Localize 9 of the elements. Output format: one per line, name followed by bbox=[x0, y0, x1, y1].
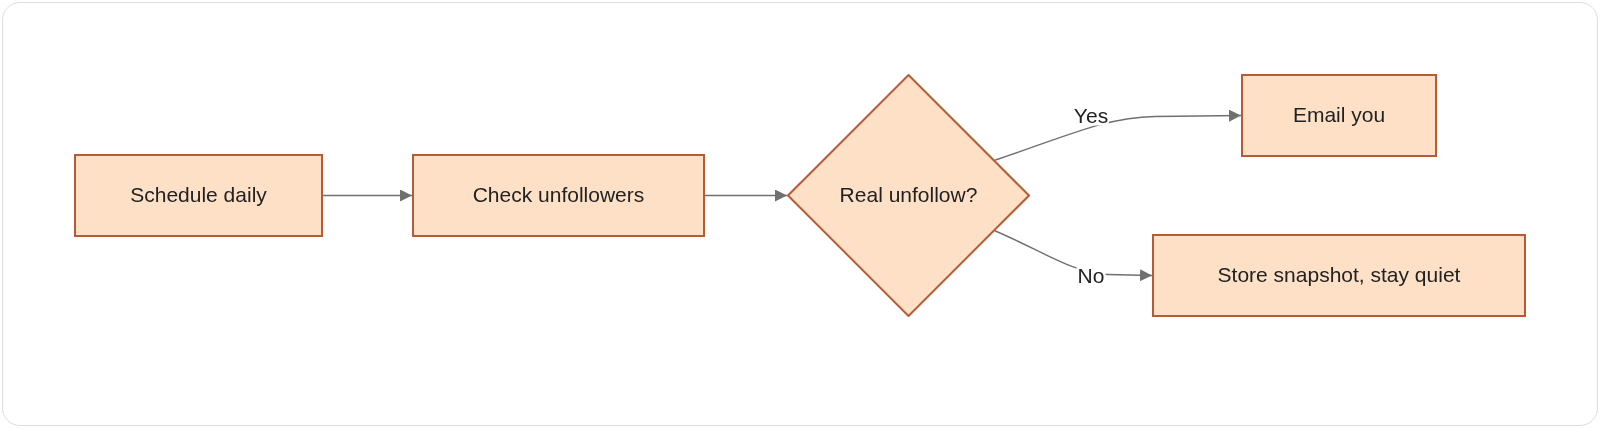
process-box: Schedule daily bbox=[74, 154, 323, 237]
decision-label: Real unfollow? bbox=[839, 182, 978, 209]
edge-label: No bbox=[1076, 264, 1106, 286]
process-box: Store snapshot, stay quiet bbox=[1152, 234, 1526, 317]
process-box: Check unfollowers bbox=[412, 154, 705, 237]
arrow bbox=[704, 189, 788, 202]
arrow bbox=[994, 109, 1242, 161]
process-box: Email you bbox=[1241, 74, 1437, 157]
arrow bbox=[322, 189, 413, 202]
